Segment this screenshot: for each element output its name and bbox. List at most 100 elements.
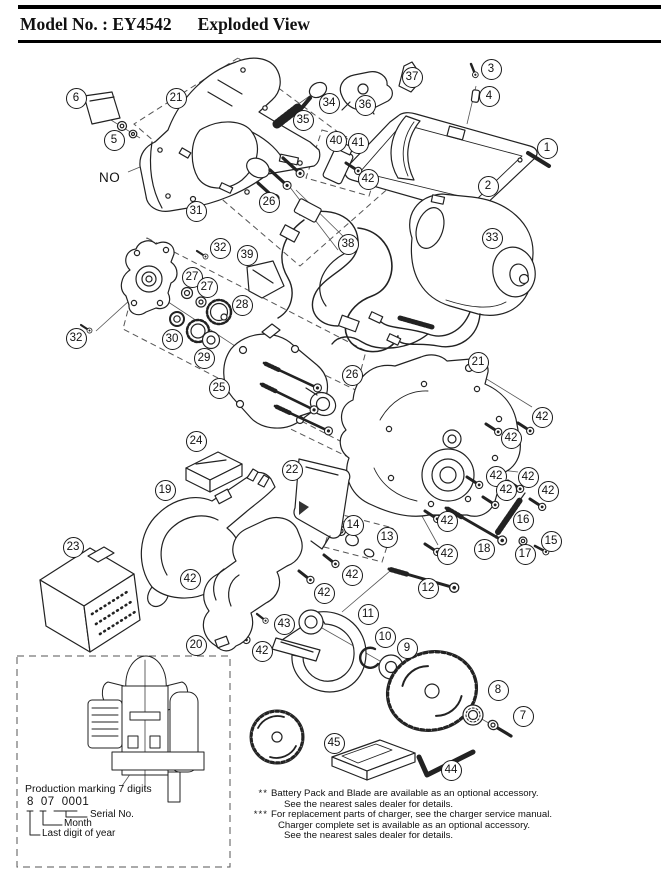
- callout-24: 24: [185, 430, 207, 452]
- part-battery-pack: [39, 546, 141, 653]
- part-gear-29: [185, 318, 221, 350]
- callout-45: 45: [323, 732, 345, 754]
- part-handle-housing-left: [139, 57, 321, 212]
- callout-9: 9: [396, 637, 418, 659]
- part-gearbox-25: [223, 323, 337, 429]
- callout-12: 12: [417, 577, 439, 599]
- production-digit: 07: [40, 796, 55, 808]
- part-pin-1: [526, 151, 551, 168]
- footnote-line: For replacement parts of charger, see th…: [271, 809, 553, 821]
- production-digit: 0001: [61, 796, 90, 808]
- callout-42: 42: [537, 480, 559, 502]
- callout-30: 30: [161, 328, 183, 350]
- callout-36: 36: [354, 94, 376, 116]
- part-lower-guard-11: [271, 609, 367, 693]
- callout-34: 34: [318, 92, 340, 114]
- callout-8: 8: [487, 679, 509, 701]
- part-wire-harness-38: [277, 198, 399, 353]
- callout-22: 22: [281, 459, 303, 481]
- callout-11: 11: [357, 603, 379, 625]
- callout-7: 7: [512, 705, 534, 727]
- footnote-marker: ***: [253, 809, 268, 821]
- callout-19: 19: [154, 479, 176, 501]
- callout-42: 42: [251, 640, 273, 662]
- model-number-label: Model No. : EY4542: [20, 14, 172, 34]
- callout-27: 27: [196, 276, 218, 298]
- callout-43: 43: [273, 613, 295, 635]
- callout-18: 18: [473, 538, 495, 560]
- part-blade-front-view: [249, 709, 305, 765]
- production-digit: 8: [27, 796, 34, 808]
- callout-31: 31: [185, 200, 207, 222]
- part-cover-22: [293, 458, 351, 550]
- part-washers-27: [180, 286, 207, 308]
- production-title: Production marking 7 digits: [25, 783, 152, 795]
- part-handle-cover-20: [202, 516, 303, 652]
- footnote: **Battery Pack and Blade are available a…: [250, 788, 590, 810]
- production-bracket-lines: [26, 810, 88, 836]
- footnote-line: Battery Pack and Blade are available as …: [271, 788, 539, 799]
- part-cap-24: [185, 451, 243, 493]
- part-screw-43: [254, 610, 271, 626]
- part-case-45: [331, 739, 416, 781]
- callout-10: 10: [374, 626, 396, 648]
- callout-17: 17: [514, 543, 536, 565]
- callout-14: 14: [342, 514, 364, 536]
- callout-1: 1: [536, 137, 558, 159]
- exploded-view-label: Exploded View: [197, 14, 310, 34]
- callout-29: 29: [193, 347, 215, 369]
- callout-3: 3: [480, 58, 502, 80]
- callout-4: 4: [478, 85, 500, 107]
- callout-42: 42: [341, 564, 363, 586]
- header-rule-top: [18, 5, 661, 9]
- callout-41: 41: [347, 132, 369, 154]
- part-nut-17: [518, 536, 528, 546]
- callout-42: 42: [436, 543, 458, 565]
- page-title: Model No. : EY4542 Exploded View: [20, 14, 310, 35]
- callout-44: 44: [440, 759, 462, 781]
- footnote: ***For replacement parts of charger, see…: [250, 809, 590, 842]
- part-motor: [331, 193, 536, 349]
- callout-42: 42: [495, 479, 517, 501]
- callout-21: 21: [165, 87, 187, 109]
- part-washers-5: [116, 120, 138, 139]
- callout-26: 26: [341, 364, 363, 386]
- part-spring-35: [272, 102, 304, 129]
- callout-13: 13: [376, 526, 398, 548]
- callout-23: 23: [62, 536, 84, 558]
- callout-26: 26: [258, 191, 280, 213]
- callout-37: 37: [401, 66, 423, 88]
- callout-21: 21: [467, 351, 489, 373]
- part-main-housing-right: [339, 354, 521, 517]
- part-hex-wrench-44: [416, 749, 476, 778]
- production-top-view-drawing: [87, 655, 205, 803]
- callout-42: 42: [436, 510, 458, 532]
- callout-28: 28: [231, 294, 253, 316]
- label-last-digit-of-year: Last digit of year: [42, 828, 116, 839]
- part-lock-button: [83, 91, 121, 125]
- footnote-line: See the nearest sales dealer for details…: [284, 830, 454, 842]
- callout-42: 42: [357, 168, 379, 190]
- part-saw-blade: [385, 650, 479, 732]
- part-plate-39: [246, 260, 285, 299]
- part-gear-cover-flange: [120, 240, 178, 316]
- no-label: NO: [99, 170, 121, 185]
- label-serial-no: Serial No.: [90, 809, 134, 820]
- callout-33: 33: [481, 227, 503, 249]
- callout-42: 42: [517, 466, 539, 488]
- part-outer-flange-8: [462, 704, 484, 726]
- callout-32: 32: [65, 327, 87, 349]
- callout-42: 42: [313, 582, 335, 604]
- footnote-marker: **: [258, 788, 268, 799]
- production-box-outline: [16, 655, 231, 868]
- header-rule-bottom: [18, 40, 661, 43]
- callout-16: 16: [512, 509, 534, 531]
- callout-15: 15: [540, 530, 562, 552]
- callout-38: 38: [337, 233, 359, 255]
- callout-20: 20: [185, 634, 207, 656]
- footnote-line: Charger complete set is available as an …: [278, 819, 531, 831]
- part-gear-28: [205, 298, 233, 326]
- production-code: 8 07 0001: [27, 796, 96, 808]
- callout-35: 35: [292, 109, 314, 131]
